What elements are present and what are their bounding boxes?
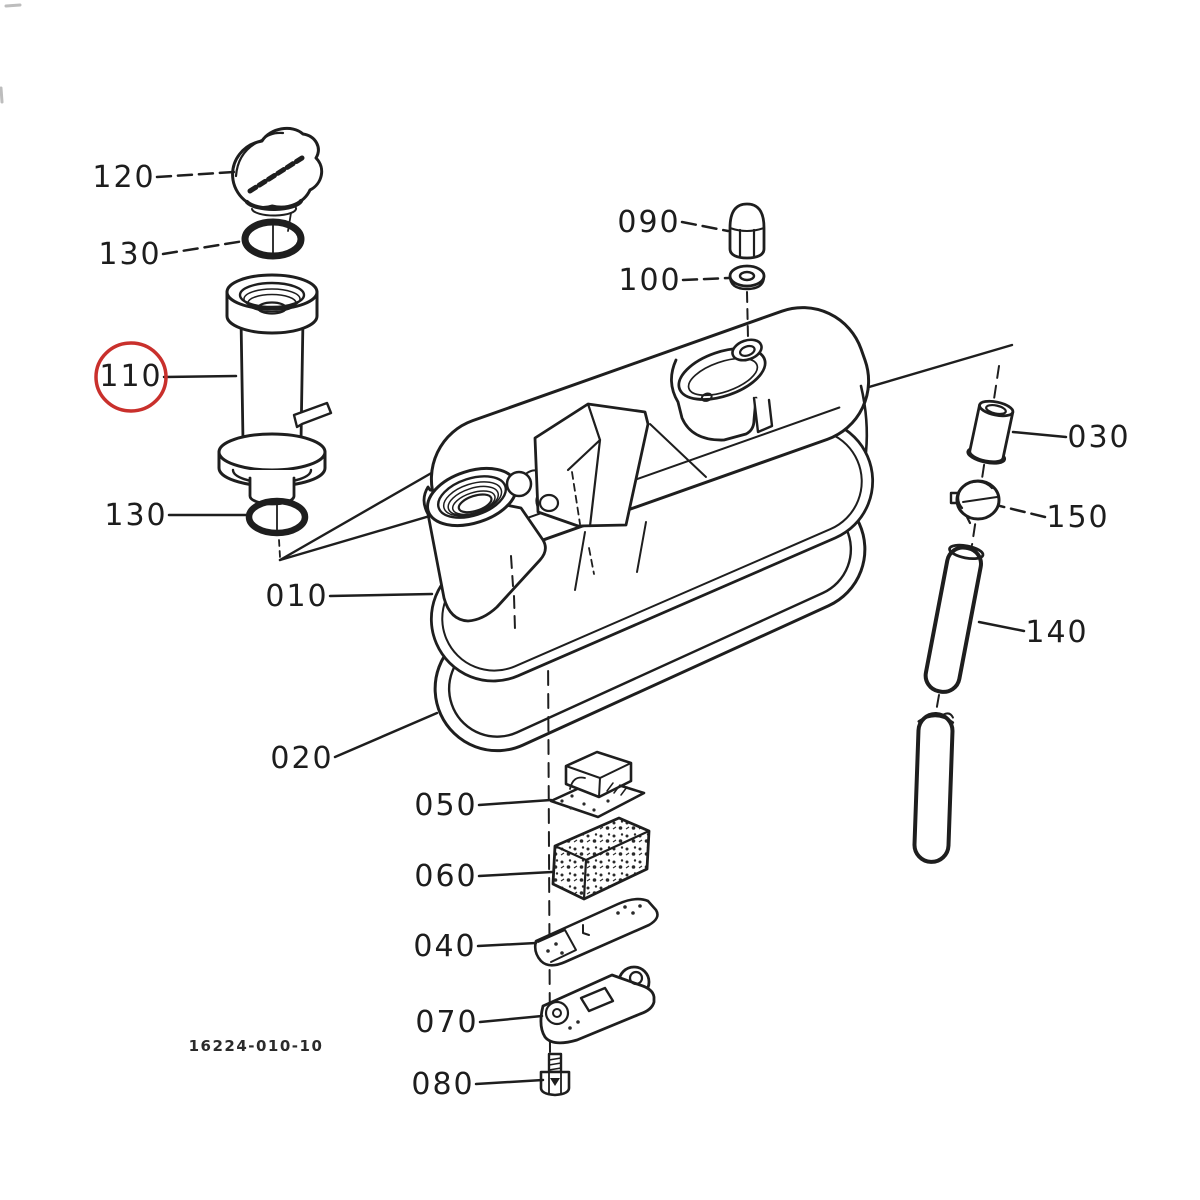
leader-lines (155, 170, 1068, 1086)
callout-130-upper[interactable]: 130 (98, 237, 162, 272)
callout-140[interactable]: 140 (1025, 615, 1089, 650)
head-cover-010-drawing (422, 306, 875, 683)
callout-010[interactable]: 010 (265, 579, 329, 614)
drawing-number: 16224-010-10 (188, 1037, 324, 1055)
callout-120[interactable]: 120 (92, 160, 156, 195)
callout-060[interactable]: 060 (414, 859, 478, 894)
callout-080[interactable]: 080 (411, 1067, 475, 1102)
filler-tube-110-drawing (217, 273, 333, 506)
cap-nut-centerline (746, 291, 749, 339)
element-060-drawing (551, 816, 651, 901)
callout-130-lower[interactable]: 130 (104, 498, 168, 533)
scan-artifacts (0, 3, 22, 104)
washer-100-drawing (728, 264, 766, 291)
callout-020[interactable]: 020 (270, 741, 334, 776)
callout-150[interactable]: 150 (1046, 500, 1110, 535)
callout-090[interactable]: 090 (617, 205, 681, 240)
callout-040[interactable]: 040 (413, 929, 477, 964)
o-ring-130-upper-drawing (241, 218, 305, 260)
bottom-stack-centerline (547, 647, 551, 1053)
callout-100[interactable]: 100 (618, 263, 682, 298)
baffle-cover-050-drawing (549, 750, 646, 819)
callout-030[interactable]: 030 (1067, 420, 1131, 455)
cap-nut-090-drawing (728, 202, 766, 260)
plate-070-drawing (539, 965, 656, 1045)
callout-070[interactable]: 070 (415, 1005, 479, 1040)
breather-hose-140-drawing (912, 543, 985, 864)
callout-050[interactable]: 050 (414, 788, 478, 823)
plate-040-drawing (533, 897, 659, 967)
callout-110-selected[interactable]: 110 (99, 359, 163, 394)
bolt-080-drawing (539, 1052, 571, 1097)
breather-tube-030-drawing (966, 399, 1015, 465)
selected-part-ring (94, 341, 168, 413)
filler-cap-120-drawing (231, 126, 324, 217)
o-ring-130-lower-drawing (245, 497, 309, 537)
clamp-150-drawing (949, 479, 1001, 525)
